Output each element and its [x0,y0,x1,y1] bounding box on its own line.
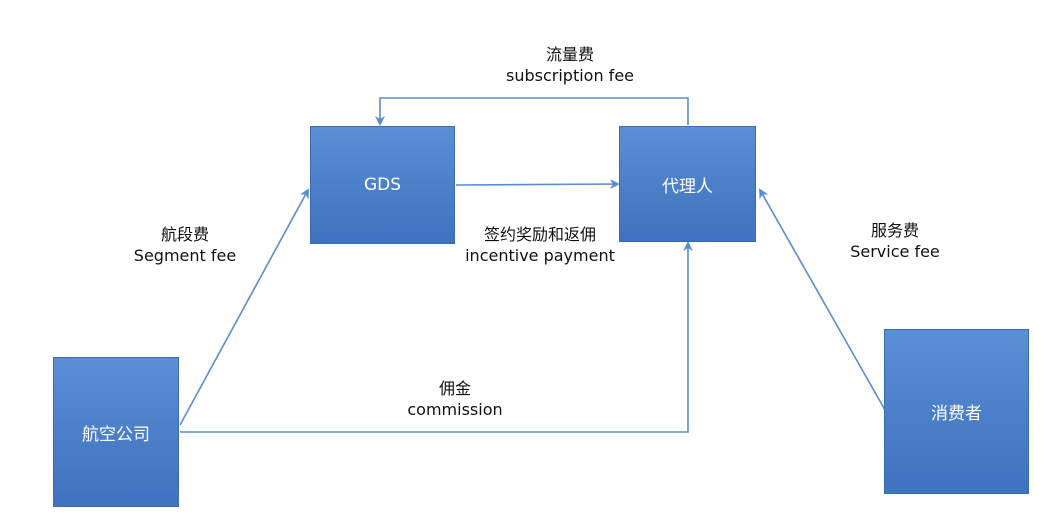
edge-commission [180,241,693,433]
label-incentive-payment-en: incentive payment [465,246,615,265]
label-service-fee-zh: 服务费 [870,221,919,240]
label-subscription-fee: 流量费 subscription fee [480,44,660,86]
label-segment-fee: 航段费 Segment fee [120,224,250,266]
edge-subscription-fee [375,97,689,126]
node-airline: 航空公司 [53,357,179,507]
label-commission-zh: 佣金 [438,379,471,398]
node-agent: 代理人 [619,126,756,242]
label-commission: 佣金 commission [390,378,520,420]
label-commission-en: commission [407,400,503,419]
label-subscription-fee-zh: 流量费 [545,45,594,64]
edge-segment-fee [179,188,309,426]
edge-incentive-payment [455,179,620,190]
edge-service-fee [759,188,886,411]
node-airline-label: 航空公司 [82,424,150,445]
node-gds: GDS [310,126,455,244]
label-segment-fee-zh: 航段费 [160,225,209,244]
label-service-fee-en: Service fee [850,242,940,261]
node-consumer-label: 消费者 [931,404,982,424]
label-service-fee: 服务费 Service fee [830,220,960,262]
node-gds-label: GDS [363,175,402,195]
label-incentive-payment: 签约奖励和返佣 incentive payment [450,224,630,266]
node-consumer: 消费者 [884,329,1029,494]
label-incentive-payment-zh: 签约奖励和返佣 [483,225,596,244]
node-agent-label: 代理人 [662,176,713,197]
label-subscription-fee-en: subscription fee [506,66,634,85]
label-segment-fee-en: Segment fee [133,246,237,265]
